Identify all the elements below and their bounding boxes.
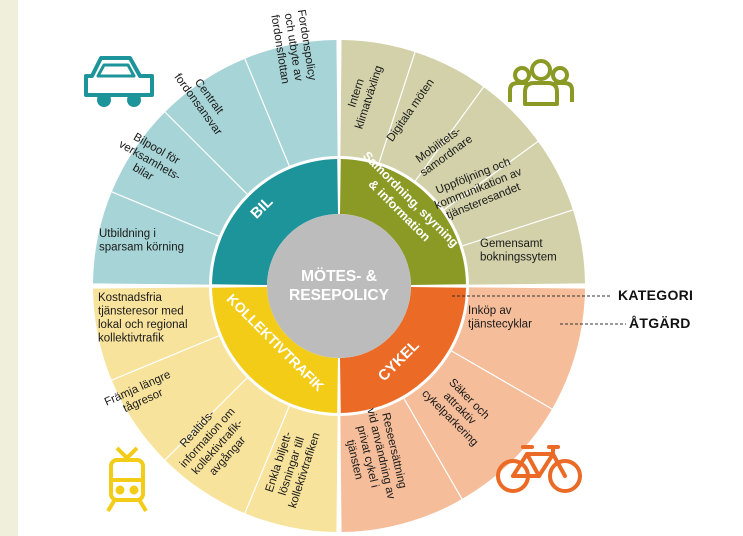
measure-label-bil-1: Utbildning i sparsam körning [99,228,184,254]
measure-line: tjänstecyklar [468,319,532,331]
measure-line: lokal och regional [98,319,188,331]
tram-icon [106,446,148,513]
inner-sector-samordning [340,159,466,285]
inner-ring [212,159,466,413]
measure-line: bokningssytem [480,252,557,264]
sector-divider [164,111,248,195]
center-title-line1: MÖTES- & [301,268,377,285]
legend-measure-label: ÅTGÄRD [629,315,691,331]
measure-line: Kostnadsfria [98,292,163,304]
inner-sector-bil [212,159,338,285]
sector-divider [451,350,553,410]
inner-sector-cykel [340,287,466,413]
measure-line: kollektivtrafik [98,333,164,345]
sector-divider [414,86,485,182]
bicycle-icon [496,445,582,493]
measure-line: tjänsteresor med [98,306,184,318]
measure-line: Inköp av [468,305,512,317]
sector-divider [244,58,290,167]
measure-line: Gemensamt [480,238,543,250]
legend-category-label: KATEGORI [618,287,694,303]
left-stripe [0,0,18,536]
outer-sector-cykel [340,287,585,532]
center-title-line2: RESEPOLICY [289,287,390,304]
sector-divider [244,405,290,514]
inner-sector-kollektivtrafik [212,287,338,413]
measure-line: Utbildning i [99,228,156,240]
people-icon [508,59,574,106]
car-icon [84,56,154,107]
sector-divider [111,191,220,237]
outer-sector-samordning [340,40,585,285]
measure-line: sparsam körning [99,242,184,254]
center-hub [267,214,411,358]
measure-label-cykel-1: Inköp av tjänstecyklar [468,305,532,331]
sector-divider [403,398,463,500]
sector-divider [462,209,574,247]
outer-ring [93,40,585,532]
sector-divider [378,51,416,163]
sector-divider [111,335,220,381]
measure-label-samordning-5: Gemensamt bokningssytem [480,238,557,264]
sector-divider [164,377,248,461]
sector-divider [443,140,539,211]
